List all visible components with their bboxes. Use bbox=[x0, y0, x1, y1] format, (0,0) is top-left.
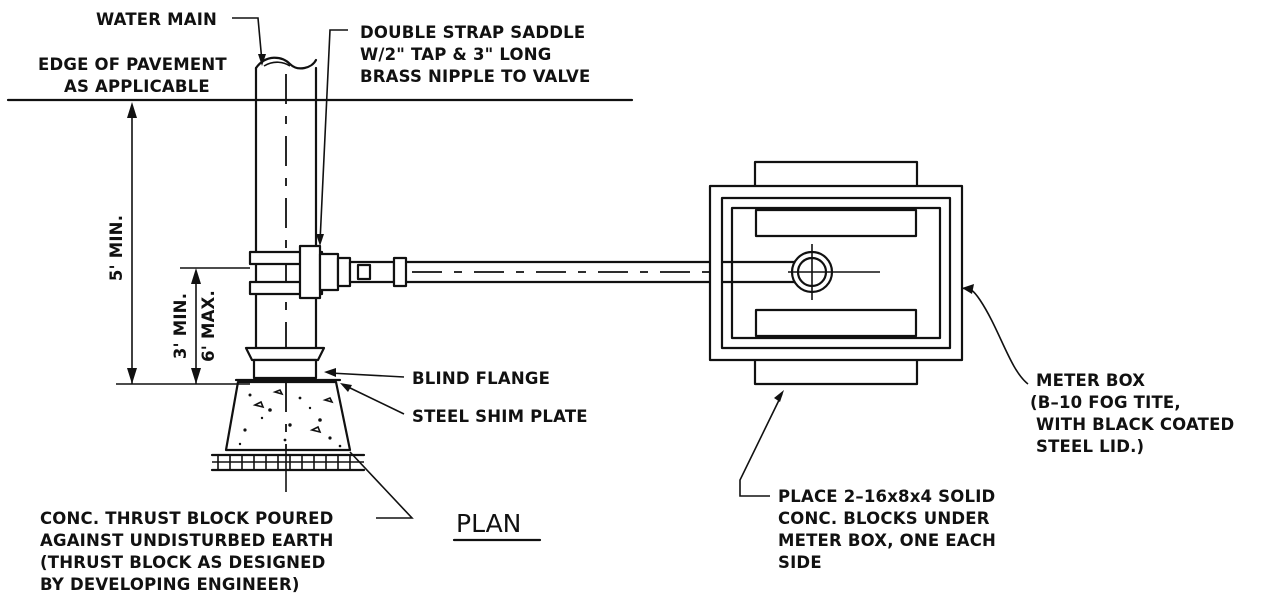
blind-flange-label: BLIND FLANGE bbox=[412, 369, 550, 388]
thrust-block bbox=[224, 380, 352, 452]
water-main-label: WATER MAIN bbox=[96, 10, 217, 29]
dim-3ft-label: 3' MIN. bbox=[171, 293, 190, 359]
meter-box-label-1: METER BOX bbox=[1036, 371, 1145, 390]
plan-title: PLAN bbox=[456, 509, 521, 538]
steel-shim-label: STEEL SHIM PLATE bbox=[412, 407, 588, 426]
meter-box bbox=[708, 160, 964, 386]
dim-5ft-label: 5' MIN. bbox=[107, 215, 126, 281]
saddle-label-2: W/2" TAP & 3" LONG bbox=[360, 45, 552, 64]
blocks-label-3: METER BOX, ONE EACH bbox=[778, 531, 996, 550]
saddle-label-3: BRASS NIPPLE TO VALVE bbox=[360, 67, 590, 86]
thrust-block-label-4: BY DEVELOPING ENGINEER) bbox=[40, 575, 300, 594]
thrust-block-label-1: CONC. THRUST BLOCK POURED bbox=[40, 509, 333, 528]
meter-box-label-2: (B–10 FOG TITE, bbox=[1030, 393, 1181, 412]
leader-lines bbox=[232, 17, 1029, 519]
earth-hatch bbox=[210, 453, 366, 472]
meter-box-label-4: STEEL LID.) bbox=[1036, 437, 1144, 456]
dimension-5ft bbox=[116, 102, 250, 385]
blocks-label-4: SIDE bbox=[778, 553, 822, 572]
meter-box-label-3: WITH BLACK COATED bbox=[1036, 415, 1234, 434]
thrust-block-label-3: (THRUST BLOCK AS DESIGNED bbox=[40, 553, 325, 572]
blocks-label-1: PLACE 2–16x8x4 SOLID bbox=[778, 487, 995, 506]
edge-of-pavement-label-2: AS APPLICABLE bbox=[64, 77, 210, 96]
saddle-label-1: DOUBLE STRAP SADDLE bbox=[360, 23, 585, 42]
dimension-3ft-6ft bbox=[180, 267, 250, 384]
water-main-pipe bbox=[254, 56, 318, 352]
blind-flange bbox=[244, 346, 326, 380]
edge-of-pavement-label-1: EDGE OF PAVEMENT bbox=[38, 55, 227, 74]
dim-6ft-label: 6' MAX. bbox=[199, 290, 218, 362]
blocks-label-2: CONC. BLOCKS UNDER bbox=[778, 509, 990, 528]
double-strap-saddle bbox=[248, 244, 340, 300]
thrust-block-label-2: AGAINST UNDISTURBED EARTH bbox=[40, 531, 334, 550]
